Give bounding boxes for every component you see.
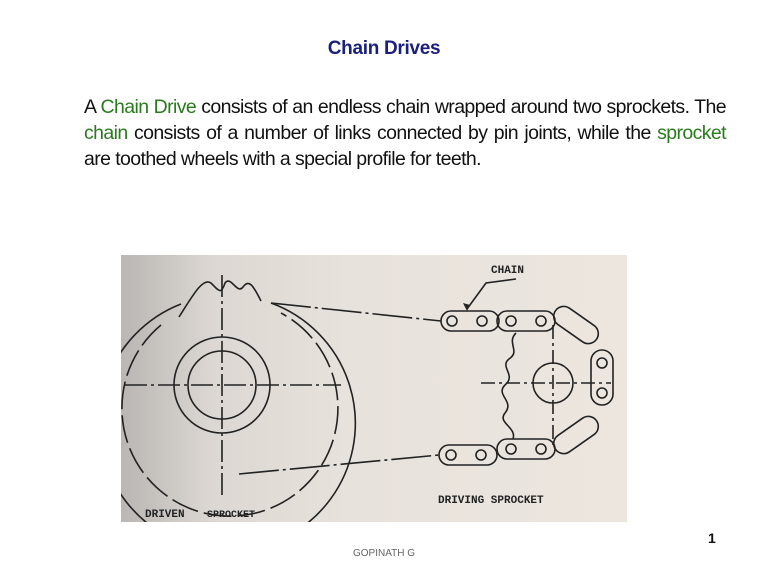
driven-rim-outer — [121, 302, 357, 522]
driving-sprocket-label: DRIVING SPROCKET — [438, 495, 544, 507]
driven-sprocket-label: SPROCKET — [207, 510, 255, 521]
driven-label: DRIVEN — [145, 509, 185, 521]
highlight-sprocket: sprocket — [657, 122, 727, 144]
footer-author: GOPINATH G — [352, 548, 416, 559]
text-run: are toothed wheels with a special profil… — [84, 148, 482, 170]
slide-paragraph: A Chain Drive consists of an endless cha… — [84, 94, 727, 172]
chain-label: CHAIN — [491, 265, 524, 277]
highlight-chain: chain — [84, 122, 128, 144]
chain-links — [438, 305, 614, 466]
highlight-chain-drive: Chain Drive — [100, 96, 197, 118]
page-number: 1 — [708, 530, 716, 546]
slide-title: Chain Drives — [327, 38, 441, 59]
text-run: consists of a number of links connected … — [127, 122, 658, 144]
text-run: consists of an endless chain wrapped aro… — [196, 96, 726, 118]
diagram-drawing: CHAIN DRIVEN SPROCKET DRIVING SPROCKET — [121, 265, 614, 522]
text-run: A — [84, 96, 101, 118]
chain-drive-diagram: CHAIN DRIVEN SPROCKET DRIVING SPROCKET — [121, 255, 627, 522]
